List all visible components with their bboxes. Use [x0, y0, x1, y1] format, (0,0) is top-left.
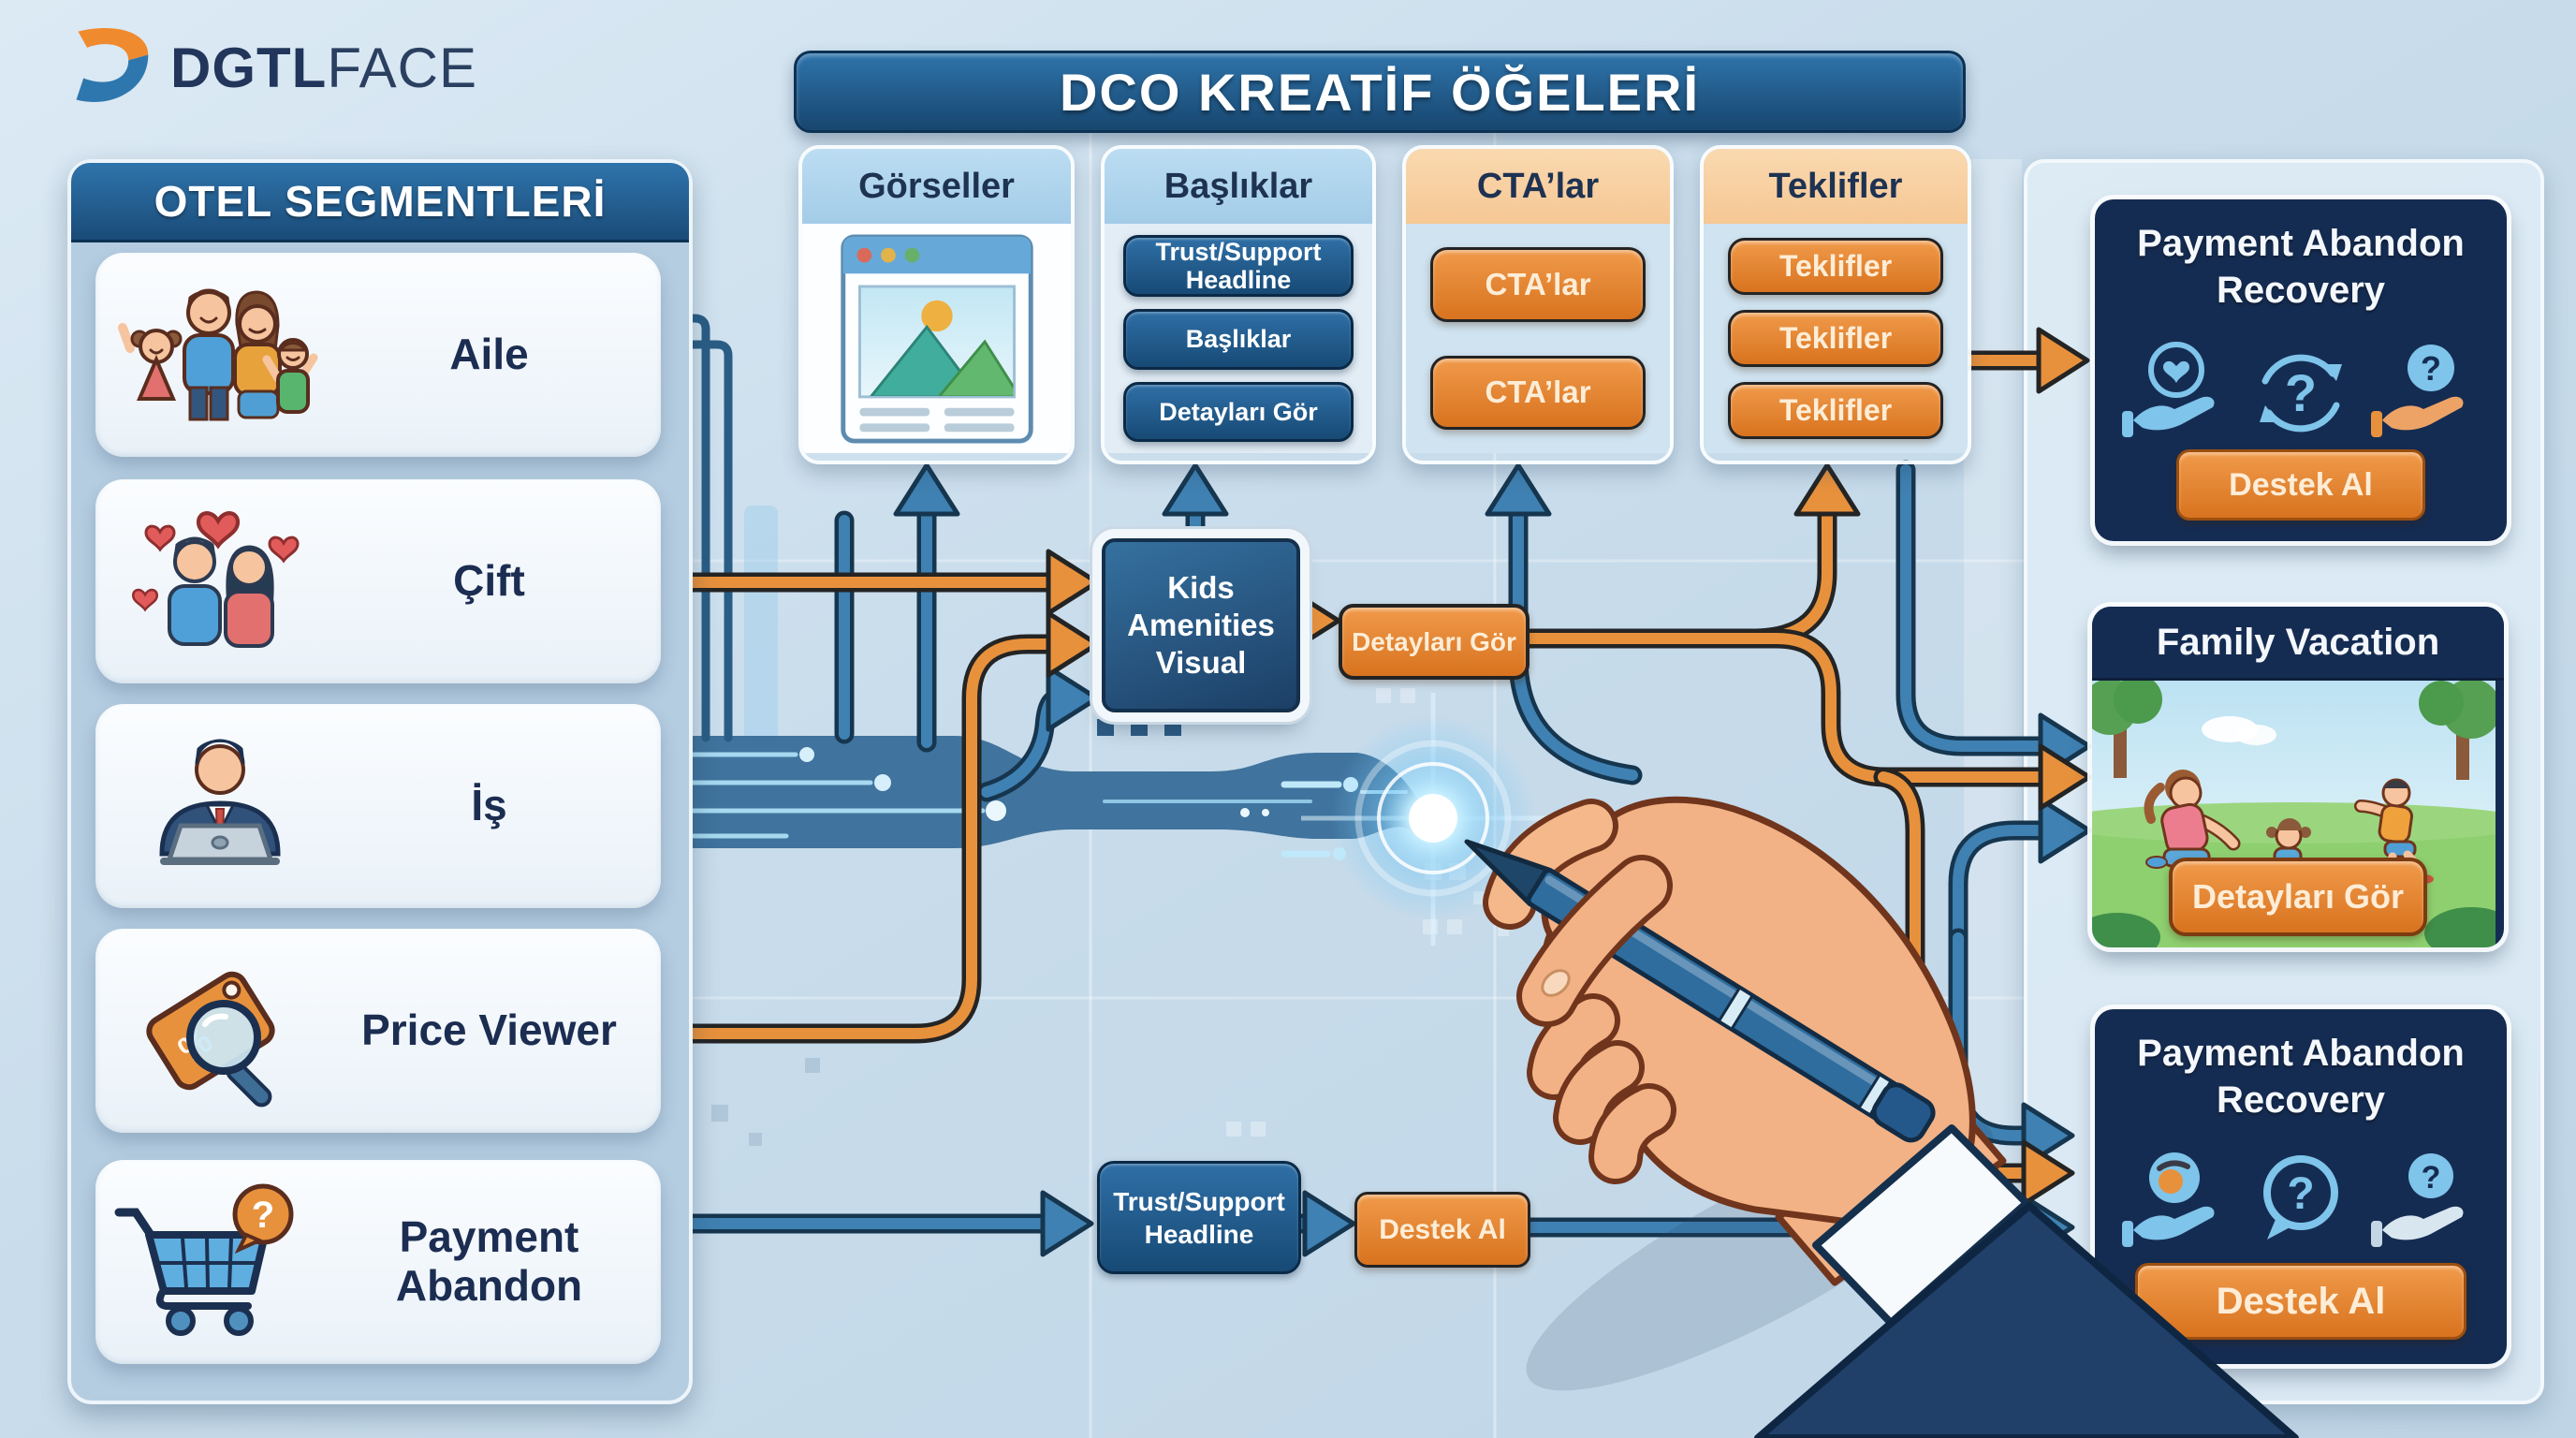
dco-title: DCO KREATİF ÖĞELERİ	[1059, 62, 1701, 122]
column-header: CTA’lar	[1406, 149, 1670, 224]
segment-card-cift: Çift	[95, 479, 661, 683]
segment-label: İş	[471, 781, 507, 830]
column-title: CTA’lar	[1476, 166, 1600, 206]
hand-coin-icon	[2121, 1152, 2215, 1247]
kids-amenities-visual-node: Kids Amenities Visual	[1102, 538, 1300, 712]
column-header: Görseller	[802, 149, 1071, 224]
cta-button[interactable]: CTA’lar	[1430, 355, 1646, 430]
refresh-question-icon: ?	[2259, 354, 2342, 432]
browser-image-icon	[840, 233, 1033, 444]
destek-al-node[interactable]: Destek Al	[1354, 1192, 1530, 1268]
column-body: CTA’lar CTA’lar	[1406, 224, 1670, 453]
price-tag-magnifier-icon: %	[95, 929, 344, 1133]
hotel-segments-panel: OTEL SEGMENTLERİ	[67, 159, 693, 1404]
column-title: Başlıklar	[1164, 166, 1313, 206]
hand-question-icon: ?	[2371, 344, 2464, 437]
output-card-icons: ? ?	[2095, 1142, 2507, 1259]
d-swoosh-logo-icon	[76, 27, 149, 103]
column-body: Teklifler Teklifler Teklifler	[1704, 224, 1968, 453]
dco-header: DCO KREATİF ÖĞELERİ	[794, 51, 1966, 133]
segment-label: Price Viewer	[361, 1005, 617, 1055]
column-ctalar: CTA’lar CTA’lar CTA’lar	[1402, 145, 1674, 464]
segment-card-aile: Aile	[95, 253, 661, 457]
output-card-title: Payment Abandon Recovery	[2137, 223, 2465, 311]
svg-text:?: ?	[2287, 1169, 2314, 1219]
output-card-title: Family Vacation	[2092, 607, 2504, 681]
headline-button[interactable]: Başlıklar	[1123, 309, 1354, 370]
destek-al-button[interactable]: Destek Al	[2135, 1263, 2466, 1340]
column-gorseller: Görseller	[798, 145, 1075, 464]
headline-button[interactable]: Trust/Support Headline	[1123, 235, 1354, 298]
kids-visual-label: Kids Amenities Visual	[1127, 569, 1275, 681]
column-body: Trust/Support Headline Başlıklar Detayla…	[1105, 224, 1372, 453]
headline-button[interactable]: Detayları Gör	[1123, 381, 1354, 442]
column-teklifler: Teklifler Teklifler Teklifler Teklifler	[1700, 145, 1971, 464]
logo-light: FACE	[327, 36, 478, 99]
brand-logo-text: DGTLFACE	[170, 36, 477, 100]
svg-text:?: ?	[2422, 1160, 2441, 1196]
column-title: Görseller	[858, 166, 1015, 206]
offer-button[interactable]: Teklifler	[1728, 238, 1943, 295]
svg-text:?: ?	[251, 1195, 273, 1236]
cta-button[interactable]: CTA’lar	[1430, 247, 1646, 322]
offer-button[interactable]: Teklifler	[1728, 382, 1943, 439]
hand-question-icon: ?	[2371, 1152, 2464, 1247]
segment-label: Çift	[453, 556, 525, 606]
glow-point	[1281, 693, 1565, 946]
businessman-laptop-icon	[95, 704, 344, 908]
output-card-family-vacation: Family Vacation	[2092, 607, 2504, 947]
output-card-icons: ? ?	[2095, 332, 2507, 449]
segments-title: OTEL SEGMENTLERİ	[154, 177, 607, 226]
shirt-cuff	[1812, 1124, 2030, 1327]
segment-label: Payment Abandon	[395, 1212, 583, 1310]
output-card-payment-abandon-bottom: Payment Abandon Recovery ? ? Destek Al	[2095, 1009, 2507, 1364]
segment-card-payment-abandon: ? Payment Abandon	[95, 1160, 661, 1364]
output-card-payment-abandon-top: Payment Abandon Recovery ? ?	[2095, 199, 2507, 541]
logo-bold: DGTL	[170, 36, 328, 99]
segment-card-price-viewer: % Price Viewer	[95, 929, 661, 1133]
segment-card-is: İş	[95, 704, 661, 908]
cart-question-icon: ?	[95, 1160, 344, 1364]
trust-support-headline-node: Trust/Support Headline	[1097, 1161, 1301, 1274]
brand-logo: DGTLFACE	[66, 22, 477, 112]
detaylari-gor-button[interactable]: Detayları Gör	[2169, 858, 2427, 936]
chat-question-icon: ?	[2262, 1154, 2338, 1240]
circuit-band	[660, 736, 1429, 848]
column-header: Teklifler	[1704, 149, 1968, 224]
column-body	[802, 224, 1071, 453]
column-header: Başlıklar	[1105, 149, 1372, 224]
svg-text:?: ?	[2285, 363, 2317, 422]
segment-label: Aile	[449, 330, 529, 379]
segments-header: OTEL SEGMENTLERİ	[71, 163, 689, 242]
suit-sleeve	[1754, 1202, 2299, 1438]
column-basliklar: Başlıklar Trust/Support Headline Başlıkl…	[1101, 145, 1376, 464]
destek-al-button[interactable]: Destek Al	[2176, 449, 2425, 521]
output-card-title: Payment Abandon Recovery	[2137, 1033, 2465, 1121]
family-icon	[95, 253, 344, 457]
couple-hearts-icon	[95, 479, 344, 683]
svg-text:?: ?	[2421, 349, 2441, 388]
offer-button[interactable]: Teklifler	[1728, 310, 1943, 367]
column-title: Teklifler	[1768, 166, 1903, 206]
hand-heart-icon	[2121, 341, 2215, 437]
detaylari-gor-node[interactable]: Detayları Gör	[1339, 604, 1530, 680]
